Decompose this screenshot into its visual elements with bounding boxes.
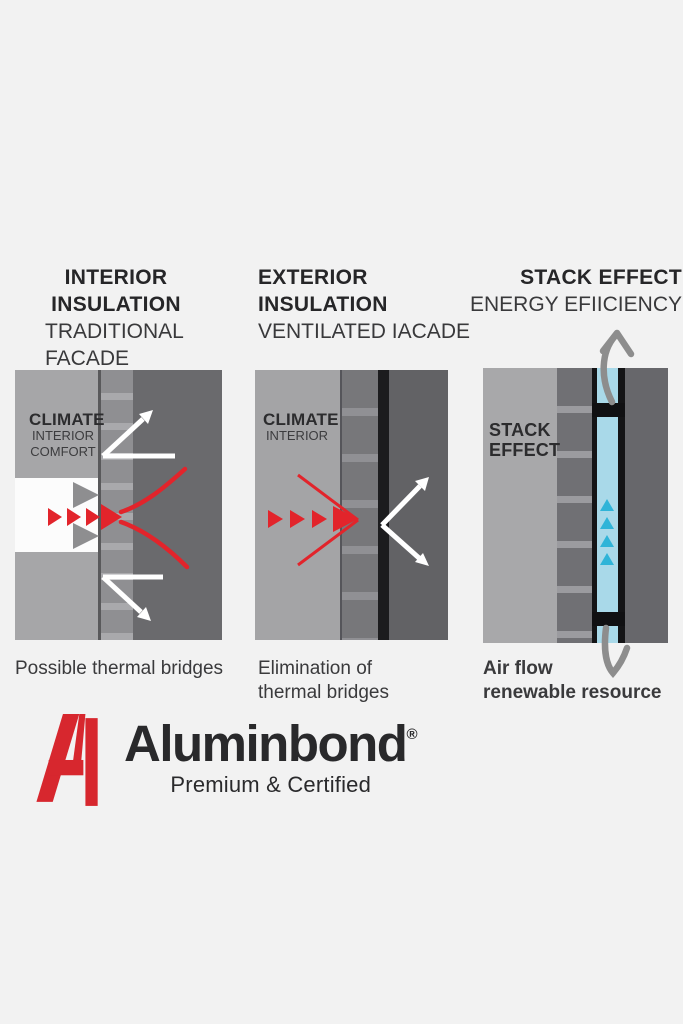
exterior-zone: [389, 370, 448, 640]
caption-line: thermal bridges: [258, 682, 389, 703]
panel-interior-insulation: CLIMATE INTERIOR COMFORT: [15, 370, 222, 640]
stack-effect-label: STACK EFFECT: [489, 420, 561, 460]
caption-line: Possible thermal bridges: [15, 658, 224, 679]
caption-elimination-thermal-bridges: Elimination of thermal bridges: [258, 657, 458, 705]
heading-stack-effect: STACK EFFECT ENERGY EFIICIENCY: [380, 264, 682, 318]
interior-wall-zone: [483, 368, 557, 643]
exterior-cladding-zone: [625, 368, 668, 643]
thermal-bridge-band: [15, 478, 98, 552]
caption-line: Elimination of: [258, 658, 373, 679]
cavity-wall-left: [592, 368, 597, 643]
cladding-layer: [378, 370, 389, 640]
vent-bottom: [592, 612, 625, 626]
heading-exterior-insulation: EXTERIOR INSULATION VENTILATED IACADE: [258, 264, 473, 345]
heading-line: STACK EFFECT: [520, 266, 682, 289]
cavity-wall-right: [618, 368, 625, 643]
heading-line: INSULATION: [51, 293, 181, 316]
label-line: COMFORT: [30, 444, 96, 459]
label-line: INTERIOR: [31, 428, 95, 443]
label-line: CLIMATE: [263, 410, 339, 429]
heading-subline: VENTILATED IACADE: [258, 320, 470, 343]
label-line: STACK: [489, 420, 551, 440]
label-line: EFFECT: [489, 440, 561, 460]
heading-line: EXTERIOR: [258, 266, 368, 289]
heading-subline: FACADE: [45, 347, 130, 370]
heading-subline: ENERGY EFIICIENCY: [470, 293, 682, 316]
heading-line: INTERIOR: [64, 266, 168, 289]
climate-label: CLIMATE INTERIOR COMFORT: [29, 410, 105, 460]
caption-line: renewable resource: [483, 682, 662, 703]
panel-stack-effect: STACK EFFECT: [483, 368, 668, 643]
brand-a-mark-icon: [36, 714, 98, 806]
caption-line: Air flow: [483, 658, 553, 679]
caption-possible-thermal-bridges: Possible thermal bridges: [15, 657, 250, 681]
aluminbond-logo: Aluminbond® Premium & Certified: [32, 708, 418, 810]
logo-text: Aluminbond® Premium & Certified: [124, 708, 418, 798]
insulation-layer: [557, 368, 592, 643]
caption-air-flow: Air flow renewable resource: [483, 657, 683, 705]
heading-subline: TRADITIONAL: [45, 320, 184, 343]
vent-top: [592, 403, 625, 417]
panel-exterior-insulation: CLIMATE INTERIOR: [255, 370, 448, 640]
brand-tagline: Premium & Certified: [170, 772, 372, 797]
heading-interior-insulation: INTERIOR INSULATION TRADITIONAL FACADE: [45, 264, 187, 372]
brand-word: Aluminbond: [124, 715, 408, 772]
climate-label: CLIMATE INTERIOR: [263, 410, 339, 444]
heading-line: INSULATION: [258, 293, 388, 316]
insulation-layer: [340, 370, 378, 640]
label-line: INTERIOR: [265, 428, 329, 443]
registered-mark: ®: [406, 726, 418, 743]
brand-name: Aluminbond®: [124, 708, 418, 771]
exterior-wall-zone: [133, 370, 222, 640]
label-line: CLIMATE: [29, 410, 105, 429]
